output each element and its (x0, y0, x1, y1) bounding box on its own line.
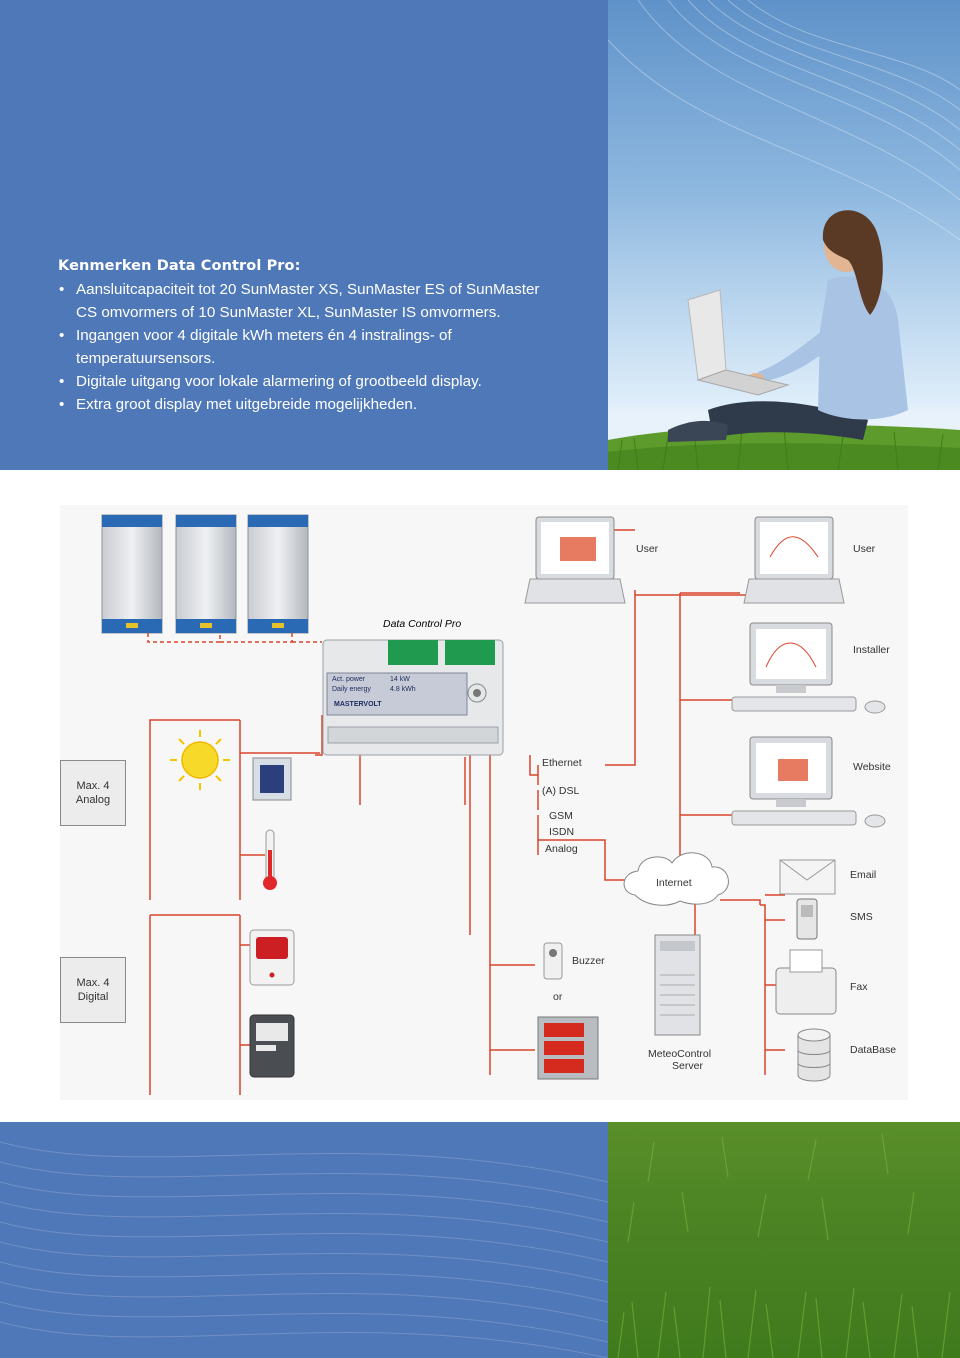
label-analog: Analog (545, 843, 578, 855)
inverter-2 (175, 514, 237, 634)
max-digital-line2: Digital (77, 991, 109, 1003)
features-list: • Aansluitcapaciteit tot 20 SunMaster XS… (58, 278, 598, 416)
desktop-website (731, 736, 886, 828)
label-gsm: GSM (549, 810, 573, 822)
label-server-line1: MeteoControl (648, 1048, 712, 1060)
label-buzzer: Buzzer (572, 955, 605, 967)
label-sms: SMS (850, 911, 873, 923)
server-icon (654, 934, 701, 1036)
label-installer: Installer (853, 644, 890, 656)
laptop-user-2 (743, 516, 845, 604)
max-digital-box: Max. 4 Digital (60, 957, 126, 1023)
data-control-pro-label: Data Control Pro (383, 618, 462, 630)
feature-text-line: temperatuursensors. (76, 350, 216, 367)
device-screen-value1: 14 kW (390, 676, 410, 683)
woman-laptop-photo (608, 0, 960, 470)
desktop-installer (731, 622, 886, 714)
email-icon (779, 859, 836, 895)
features-section: Kenmerken Data Control Pro: • Aansluitca… (58, 258, 598, 416)
thermometer-icon (263, 829, 277, 890)
kwh-meter-icon (249, 1014, 295, 1078)
feature-text-line: Extra groot display met uitgebreide moge… (76, 396, 418, 413)
max-analog-box: Max. 4 Analog (60, 760, 126, 826)
feature-text-line: Digitale uitgang voor lokale alarmering … (76, 373, 482, 390)
phone-sms-icon (796, 898, 818, 940)
label-server: MeteoControl Server (648, 1048, 711, 1072)
device-screen-value2: 4.8 kWh (390, 686, 416, 693)
grass-photo (608, 1122, 960, 1358)
max-analog-line1: Max. 4 (76, 780, 110, 792)
bullet: • (59, 396, 65, 413)
bullet: • (59, 373, 65, 390)
device-screen-line2: Daily energy (332, 686, 371, 693)
label-website: Website (853, 761, 891, 773)
label-user-2: User (853, 543, 876, 555)
laptop-user-1 (524, 516, 626, 604)
list-item: • Extra groot display met uitgebreide mo… (58, 393, 598, 416)
bottom-band (0, 1122, 960, 1358)
blue-wave-panel (0, 1122, 608, 1358)
sun-icon (170, 730, 230, 790)
device-screen-line1: Act. power (332, 676, 366, 683)
feature-text-line: Aansluitcapaciteit tot 20 SunMaster XS, … (76, 281, 540, 298)
label-server-line2: Server (672, 1060, 703, 1072)
system-diagram: Data Control Pro Max. 4 Analog Max. 4 Di… (60, 505, 908, 1100)
max-analog-line2: Analog (75, 794, 111, 806)
inverter-1 (101, 514, 163, 634)
label-dsl: (A) DSL (542, 785, 580, 797)
device-brand: MASTERVOLT (334, 701, 382, 708)
bullet: • (59, 281, 65, 298)
internet-cloud-icon (623, 852, 729, 906)
features-title: Kenmerken Data Control Pro: (58, 258, 301, 274)
label-ethernet: Ethernet (542, 757, 582, 769)
label-database: DataBase (850, 1044, 897, 1056)
top-band: Kenmerken Data Control Pro: • Aansluitca… (0, 0, 960, 470)
label-or: or (553, 991, 563, 1003)
fax-icon (775, 949, 837, 1015)
feature-text-line: Ingangen voor 4 digitale kWh meters én 4… (76, 327, 452, 344)
buzzer-icon (543, 942, 563, 980)
list-item: • Aansluitcapaciteit tot 20 SunMaster XS… (58, 278, 598, 324)
label-fax: Fax (850, 981, 868, 993)
list-item: • Digitale uitgang voor lokale alarmerin… (58, 370, 598, 393)
solar-sensor-icon (252, 757, 292, 801)
list-item: • Ingangen voor 4 digitale kWh meters én… (58, 324, 598, 370)
large-display-icon (537, 1016, 599, 1080)
label-email: Email (850, 869, 877, 881)
diagram-graphics (101, 514, 886, 1095)
label-isdn: ISDN (549, 826, 575, 838)
max-digital-line1: Max. 4 (76, 977, 110, 989)
feature-panel (0, 0, 608, 470)
bullet: • (59, 327, 65, 344)
label-user-1: User (636, 543, 659, 555)
database-icon (797, 1028, 831, 1082)
inverter-3 (247, 514, 309, 634)
label-internet: Internet (656, 877, 692, 889)
data-control-pro-device (322, 639, 504, 756)
alarm-light-icon (249, 929, 295, 986)
feature-text-line: CS omvormers of 10 SunMaster XL, SunMast… (76, 304, 501, 321)
